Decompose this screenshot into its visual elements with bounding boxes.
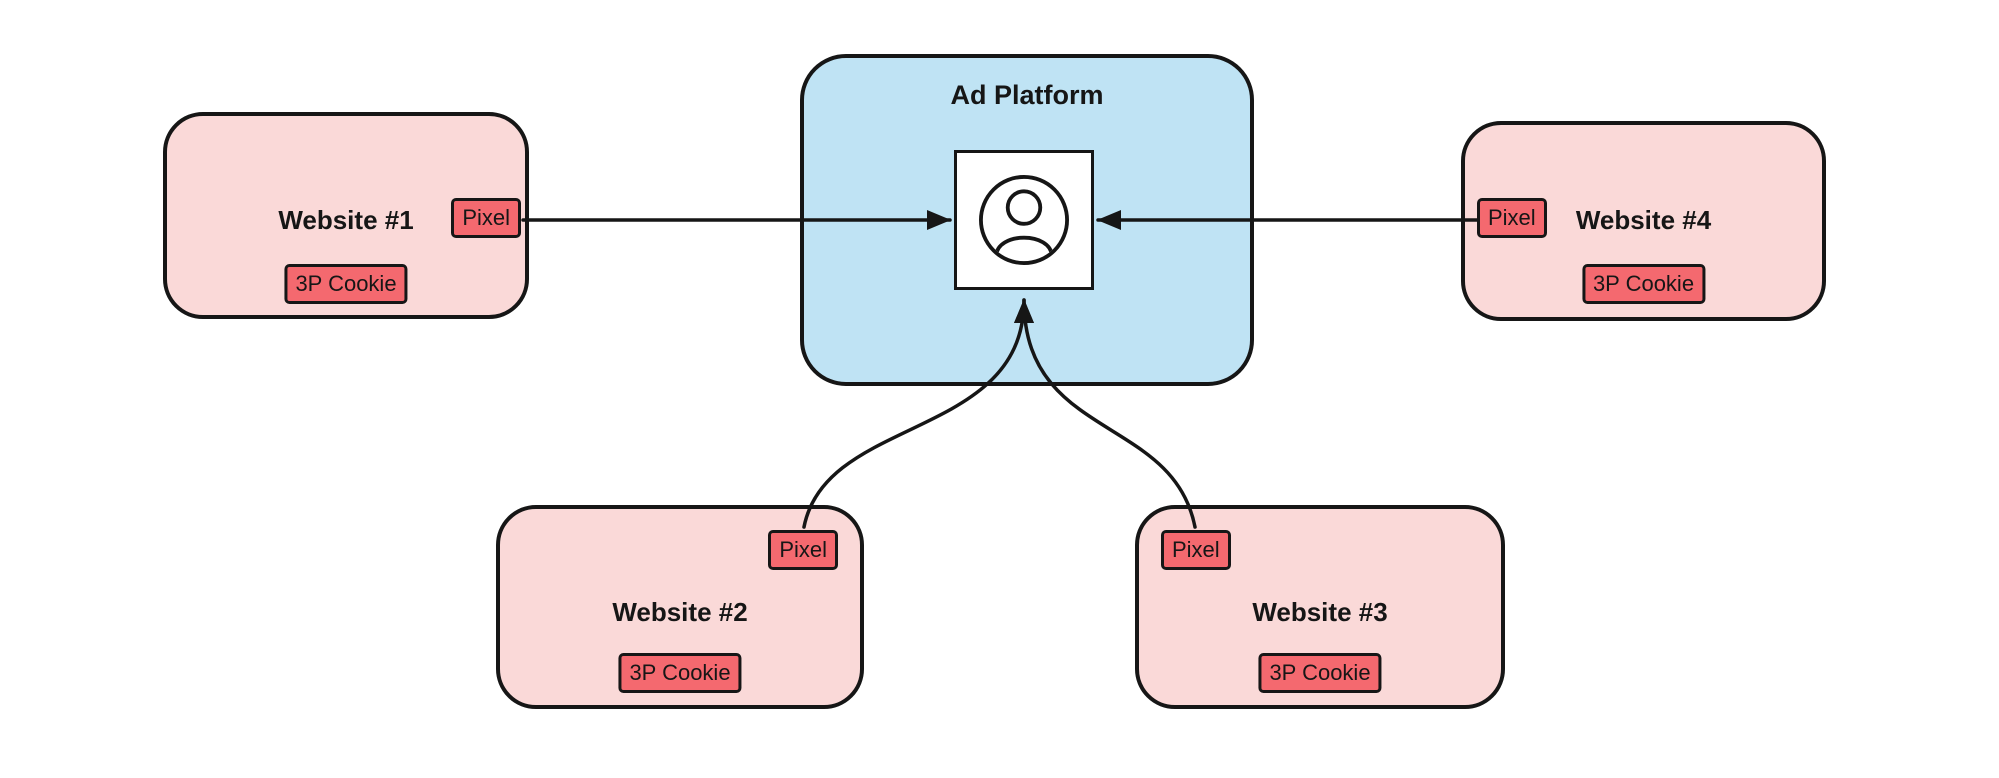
website-2-cookie-badge: 3P Cookie bbox=[618, 653, 742, 693]
user-avatar-icon bbox=[979, 175, 1069, 265]
website-1-node: Website #1 Pixel 3P Cookie bbox=[163, 112, 529, 319]
website-4-node: Website #4 Pixel 3P Cookie bbox=[1461, 121, 1826, 321]
user-profile-box bbox=[954, 150, 1094, 290]
website-2-node: Website #2 Pixel 3P Cookie bbox=[496, 505, 864, 709]
website-3-pixel-badge: Pixel bbox=[1161, 530, 1231, 570]
website-4-cookie-badge: 3P Cookie bbox=[1581, 264, 1706, 304]
website-2-label: Website #2 bbox=[612, 597, 748, 627]
website-1-label: Website #1 bbox=[278, 205, 414, 235]
website-4-pixel-badge: Pixel bbox=[1477, 198, 1547, 238]
website-3-label: Website #3 bbox=[1252, 597, 1388, 627]
website-1-cookie-badge: 3P Cookie bbox=[284, 264, 408, 304]
website-2-pixel-badge: Pixel bbox=[768, 530, 838, 570]
website-3-cookie-badge: 3P Cookie bbox=[1258, 653, 1382, 693]
website-4-label: Website #4 bbox=[1575, 205, 1712, 235]
website-3-node: Website #3 Pixel 3P Cookie bbox=[1135, 505, 1505, 709]
ad-platform-label: Ad Platform bbox=[950, 80, 1104, 110]
website-1-pixel-badge: Pixel bbox=[451, 198, 521, 238]
ad-platform-node: Ad Platform bbox=[800, 54, 1254, 386]
